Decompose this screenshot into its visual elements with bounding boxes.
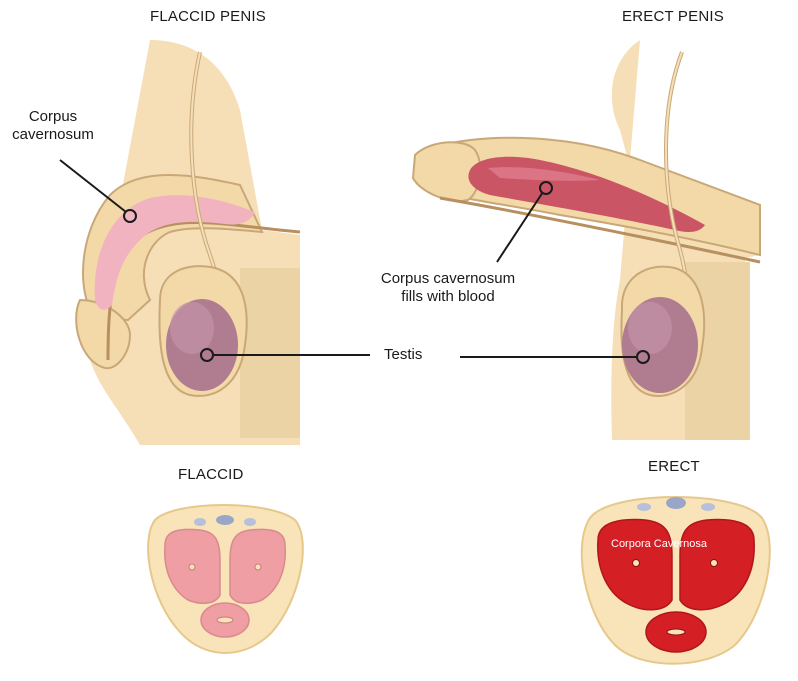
erect-penis-title: ERECT PENIS <box>622 8 724 25</box>
marker-fills-with-blood <box>539 181 553 195</box>
flaccid-corpus-cavernosum <box>94 195 256 310</box>
corpus-cavernosum-label: Corpus cavernosum <box>8 108 98 144</box>
flaccid-penis-title: FLACCID PENIS <box>150 8 266 25</box>
flaccid-penis-illustration <box>75 40 301 445</box>
erect-cross-section <box>580 496 771 665</box>
erect-vein-left <box>637 503 651 511</box>
flaccid-vein-left <box>194 518 206 526</box>
erect-artery-right <box>710 559 718 567</box>
fills-with-blood-label-line1: Corpus cavernosum <box>380 270 516 287</box>
erect-penis-illustration <box>411 40 761 440</box>
flaccid-testis-highlight <box>170 302 214 354</box>
marker-corpus-cavernosum <box>123 209 137 223</box>
erect-urethra-section <box>666 628 686 636</box>
marker-testis-left <box>200 348 214 362</box>
leader-fills-with-blood <box>496 191 544 263</box>
flaccid-section-title: FLACCID <box>178 466 244 483</box>
testis-label: Testis <box>384 346 423 363</box>
erect-vein-right <box>701 503 715 511</box>
flaccid-glans <box>75 298 132 370</box>
erect-testis-highlight <box>628 302 672 354</box>
erect-urethra <box>439 196 761 264</box>
leader-corpus-cavernosum <box>59 159 127 213</box>
fills-with-blood-label: Corpus cavernosum fills with blood <box>368 270 528 306</box>
flaccid-thigh-shade <box>240 268 300 438</box>
erect-artery-left <box>632 559 640 567</box>
flaccid-cross-section <box>147 504 304 654</box>
flaccid-urethra-section <box>216 616 234 624</box>
corpora-cavernosa-label: Corpora Cavernosa <box>611 538 707 550</box>
leader-lines <box>59 159 650 364</box>
erect-section-title: ERECT <box>648 458 700 475</box>
fills-with-blood-label-line2: fills with blood <box>401 288 495 305</box>
marker-testis-right <box>636 350 650 364</box>
erect-vein-center <box>666 497 686 509</box>
flaccid-vein-right <box>244 518 256 526</box>
flaccid-artery-left <box>188 563 196 571</box>
flaccid-vein-center <box>216 515 234 525</box>
corpus-cavernosum-label-line2: cavernosum <box>12 126 94 143</box>
erect-corpus-highlight <box>488 167 600 181</box>
corpus-cavernosum-label-line1: Corpus <box>28 108 78 125</box>
flaccid-artery-right <box>254 563 262 571</box>
